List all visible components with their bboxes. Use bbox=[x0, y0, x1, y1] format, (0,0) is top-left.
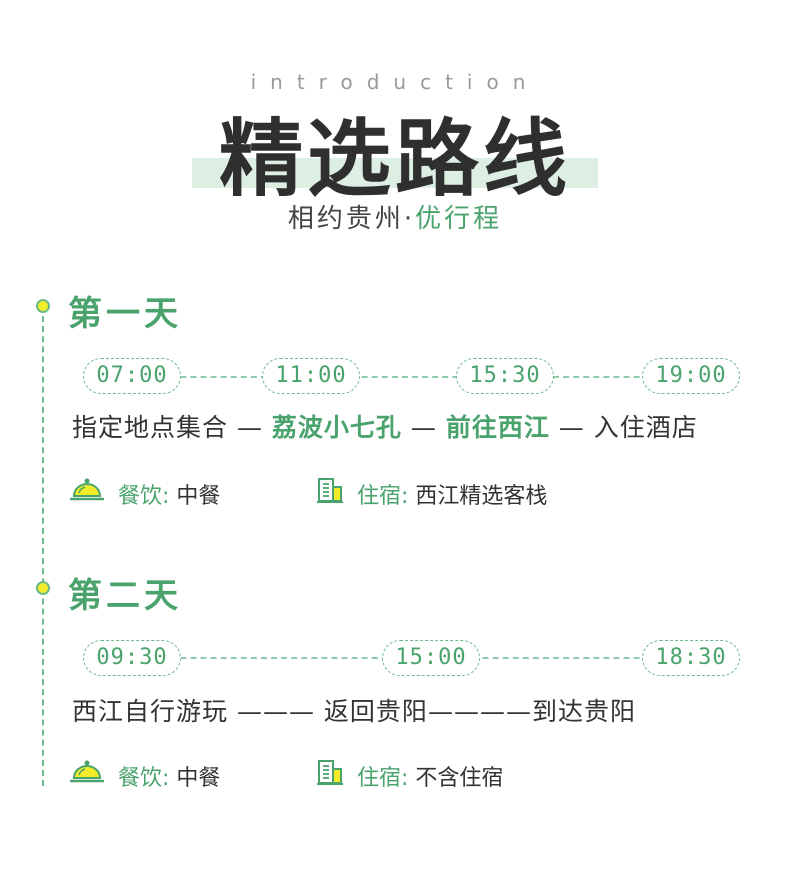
day1-time-line bbox=[130, 376, 690, 378]
route-separator: — bbox=[549, 413, 594, 442]
food-cloche-icon bbox=[70, 760, 104, 783]
day2-stay: 住宿: 不含住宿 bbox=[357, 760, 503, 792]
day1-time-pill: 19:00 bbox=[642, 358, 740, 394]
stay-value: 西江精选客栈 bbox=[415, 484, 548, 509]
title-highlight-band bbox=[192, 158, 598, 188]
route-stop: 入住酒店 bbox=[593, 413, 698, 442]
route-separator: — bbox=[401, 413, 446, 442]
timeline-vertical-line bbox=[42, 306, 44, 786]
stay-label: 住宿: bbox=[357, 484, 409, 509]
route-stop: 西江自行游玩 bbox=[72, 697, 229, 726]
day1-title: 第一天 bbox=[68, 294, 182, 334]
day1-route: 指定地点集合 — 荔波小七孔 — 前往西江 — 入住酒店 bbox=[72, 408, 698, 444]
day2-time-pill: 09:30 bbox=[83, 640, 181, 676]
day1-marker-dot bbox=[36, 299, 50, 313]
day2-title: 第二天 bbox=[68, 576, 182, 616]
day2-meal: 餐饮: 中餐 bbox=[118, 760, 220, 792]
meal-value: 中餐 bbox=[176, 484, 221, 509]
day1-stay: 住宿: 西江精选客栈 bbox=[357, 478, 547, 510]
route-stop-highlight: 荔波小七孔 bbox=[271, 413, 402, 442]
day1-meal: 餐饮: 中餐 bbox=[118, 478, 220, 510]
route-separator: ——— bbox=[228, 697, 324, 726]
subtitle-main: 相约贵州· bbox=[287, 204, 416, 234]
building-icon bbox=[317, 760, 343, 785]
stay-value: 不含住宿 bbox=[415, 766, 504, 791]
day2-time-pill: 15:00 bbox=[382, 640, 480, 676]
food-cloche-icon bbox=[70, 478, 104, 501]
day2-route: 西江自行游玩 ——— 返回贵阳————到达贵阳 bbox=[72, 692, 636, 728]
day1-time-pill: 15:30 bbox=[456, 358, 554, 394]
intro-label: introduction bbox=[250, 70, 540, 94]
route-stop: 到达贵阳 bbox=[531, 697, 636, 726]
stay-label: 住宿: bbox=[357, 766, 409, 791]
subtitle-accent: 优行程 bbox=[415, 204, 503, 234]
meal-value: 中餐 bbox=[176, 766, 221, 791]
page-subtitle: 相约贵州·优行程 bbox=[0, 198, 790, 235]
route-separator: ———— bbox=[427, 697, 532, 726]
route-stop: 指定地点集合 bbox=[72, 413, 229, 442]
day1-time-pill: 11:00 bbox=[262, 358, 360, 394]
building-icon bbox=[317, 478, 343, 503]
day2-marker-dot bbox=[36, 581, 50, 595]
page-title: 精选路线 bbox=[218, 109, 571, 208]
route-separator: — bbox=[228, 413, 272, 442]
meal-label: 餐饮: bbox=[118, 766, 170, 791]
route-stop-highlight: 前往西江 bbox=[445, 413, 550, 442]
meal-label: 餐饮: bbox=[118, 484, 170, 509]
day2-time-pill: 18:30 bbox=[642, 640, 740, 676]
route-stop: 返回贵阳 bbox=[323, 697, 428, 726]
day1-time-pill: 07:00 bbox=[83, 358, 181, 394]
